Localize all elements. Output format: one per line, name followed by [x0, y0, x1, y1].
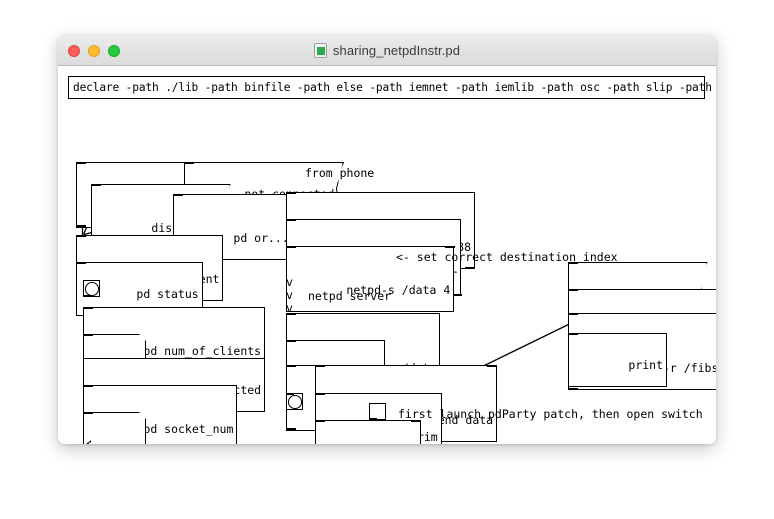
pd-patch-window: sharing_netpdInstr.pd	[58, 35, 716, 444]
inlet-right	[411, 419, 422, 423]
outlet-right	[451, 293, 462, 297]
comment-set-index: <- set correct destination index	[396, 250, 618, 264]
inlet	[285, 245, 296, 249]
inlet	[285, 191, 296, 195]
inlet	[314, 392, 325, 396]
outlet	[368, 417, 377, 421]
inlet	[83, 334, 93, 337]
toggle-switch[interactable]	[368, 403, 386, 421]
object-label: pd socket_num	[143, 421, 234, 436]
outlet-right	[465, 266, 476, 270]
inlet-right	[444, 245, 455, 249]
inlet	[172, 193, 183, 197]
inlet	[314, 364, 325, 368]
object-label: print	[628, 358, 664, 372]
comment-from-phone: from phone	[305, 166, 375, 180]
minimize-button[interactable]	[88, 45, 100, 57]
object-label: netpd-s /data 4	[346, 282, 451, 297]
inlet	[91, 184, 101, 187]
object-spigot[interactable]: spigot	[314, 419, 422, 444]
window-title-group: sharing_netpdInstr.pd	[58, 35, 716, 66]
inlet	[568, 262, 578, 265]
inlet	[75, 234, 86, 238]
close-button[interactable]	[68, 45, 80, 57]
inlet	[83, 412, 93, 415]
object-netpd-s-data[interactable]: netpd-s /data 4	[285, 245, 455, 312]
pd-canvas[interactable]: declare -path ./lib -path binfile -path …	[58, 66, 716, 444]
bang-num-clients[interactable]	[82, 280, 100, 298]
inlet	[184, 162, 194, 165]
inlet-right	[487, 364, 498, 368]
outlet	[285, 428, 296, 431]
object-label: pd num_of_clients	[143, 343, 262, 358]
outlet	[82, 294, 91, 298]
window-titlebar[interactable]: sharing_netpdInstr.pd	[58, 35, 716, 66]
comment-launch-instructions: first launch pdParty patch, then open sw…	[398, 407, 703, 421]
outlet	[75, 225, 86, 228]
inlet	[285, 364, 296, 368]
bang-x[interactable]	[285, 392, 303, 410]
object-print[interactable]: print	[567, 332, 668, 387]
window-title: sharing_netpdInstr.pd	[332, 43, 461, 58]
inlet	[285, 392, 294, 396]
inlet	[285, 312, 296, 316]
inlet	[285, 218, 296, 222]
inlet	[285, 339, 296, 343]
inlet	[82, 306, 93, 310]
number-box-socket-num[interactable]: 0	[83, 412, 146, 444]
zoom-button[interactable]	[108, 45, 120, 57]
declare-object[interactable]: declare -path ./lib -path binfile -path …	[68, 76, 712, 99]
pd-document-icon	[313, 43, 327, 58]
inlet	[75, 161, 86, 165]
inlet	[567, 312, 578, 316]
inlet	[567, 332, 578, 336]
inlet	[82, 384, 93, 388]
inlet	[75, 261, 86, 265]
comment-netpd-server: netpd server	[308, 289, 392, 303]
object-label: pd or...	[233, 230, 289, 245]
inlet-left	[314, 419, 325, 423]
outlet-left	[567, 387, 578, 391]
inlet	[567, 288, 578, 292]
object-label: pd status	[136, 287, 199, 301]
